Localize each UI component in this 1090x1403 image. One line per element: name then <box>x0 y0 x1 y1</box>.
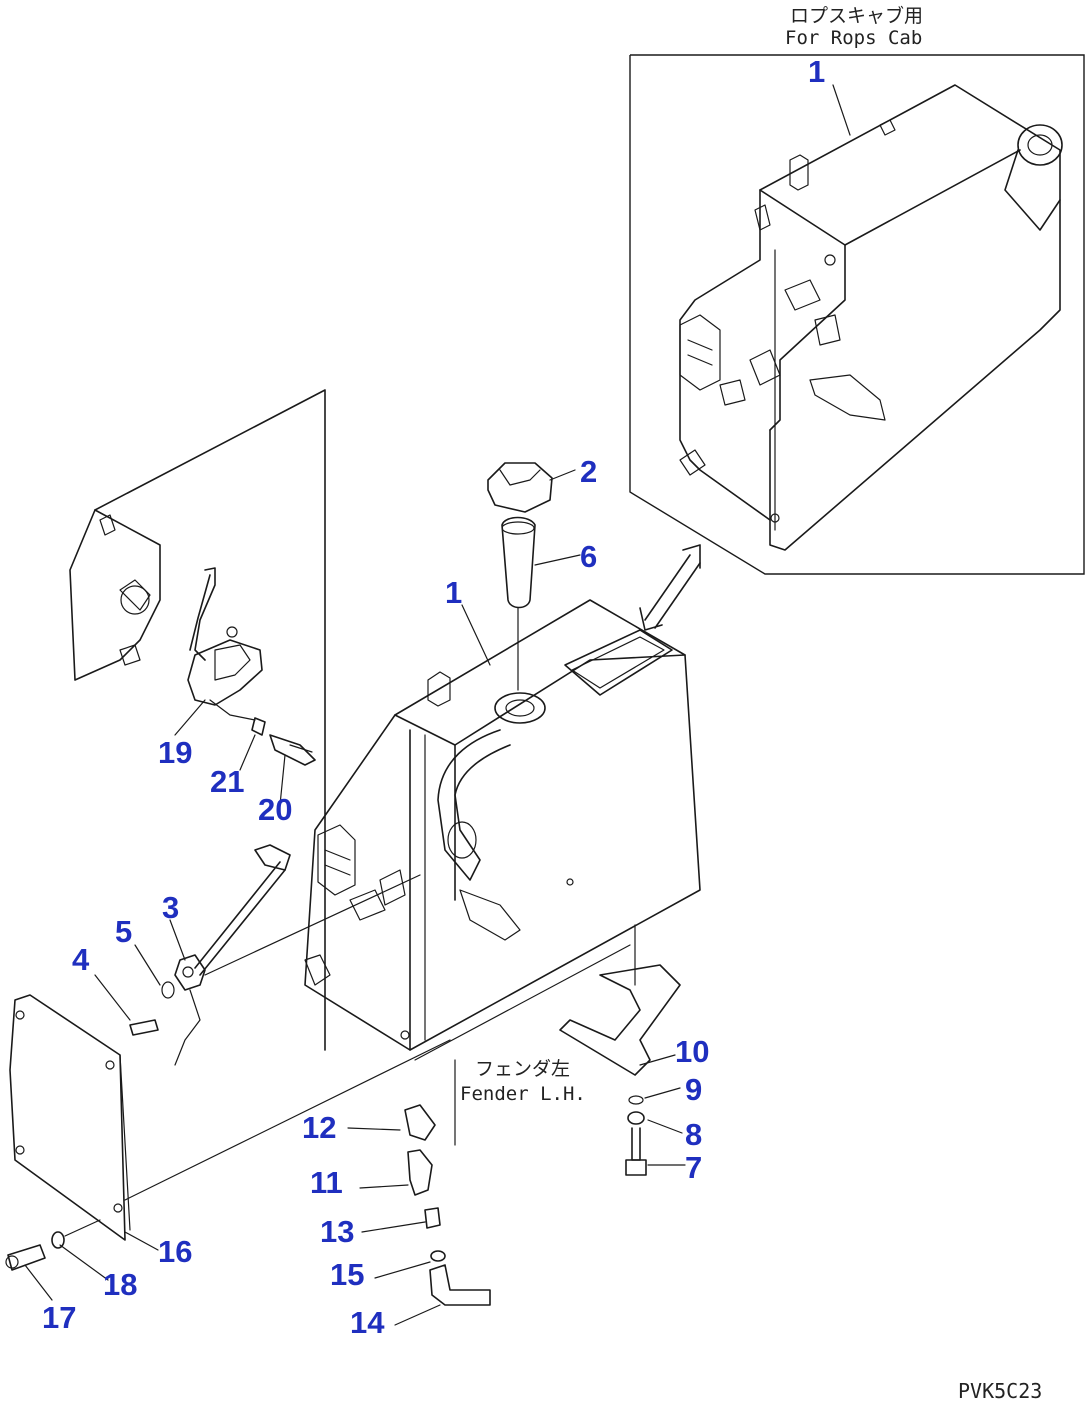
callout-14: 14 <box>350 1305 385 1340</box>
lever-assembly <box>187 567 316 766</box>
inset-rops-cab <box>629 54 1085 575</box>
callout-16: 16 <box>158 1234 192 1269</box>
strap-assembly <box>129 844 421 1066</box>
callout-21: 21 <box>210 764 244 799</box>
rops-note-en: For Rops Cab <box>785 27 922 49</box>
callout-1-inset: 1 <box>808 54 825 89</box>
callout-11: 11 <box>310 1165 343 1200</box>
callout-20: 20 <box>258 792 292 827</box>
callout-13: 13 <box>320 1214 354 1249</box>
callout-8: 8 <box>685 1117 702 1152</box>
callout-12: 12 <box>302 1110 336 1145</box>
leader-lines <box>24 84 851 1326</box>
rops-note-jp: ロプスキャブ用 <box>790 4 923 27</box>
callout-7: 7 <box>685 1150 702 1185</box>
drawing-code: PVK5C23 <box>958 1379 1042 1403</box>
callout-4: 4 <box>72 942 90 977</box>
callout-2: 2 <box>580 454 597 489</box>
mounting-plate-left <box>69 389 326 1051</box>
cover-plate <box>9 994 451 1241</box>
callout-19: 19 <box>158 735 192 770</box>
callout-1: 1 <box>445 575 462 610</box>
callout-3: 3 <box>162 890 179 925</box>
fender-note-en: Fender L.H. <box>460 1083 586 1105</box>
drain-assembly <box>404 1104 491 1306</box>
reference-arrow <box>639 544 701 631</box>
bolt-stack-7-8-9 <box>625 1095 647 1176</box>
callout-15: 15 <box>330 1257 364 1292</box>
main-fuel-tank <box>304 599 701 1146</box>
callout-9: 9 <box>685 1072 702 1107</box>
callout-5: 5 <box>115 914 132 949</box>
fender-note-jp: フェンダ左 <box>475 1058 570 1080</box>
callout-18: 18 <box>103 1267 137 1302</box>
callout-10: 10 <box>675 1034 709 1069</box>
filler-cap-strainer <box>487 462 553 691</box>
callout-17: 17 <box>42 1300 76 1335</box>
callout-6: 6 <box>580 539 597 574</box>
bolt-washer-17-18 <box>5 1219 101 1271</box>
